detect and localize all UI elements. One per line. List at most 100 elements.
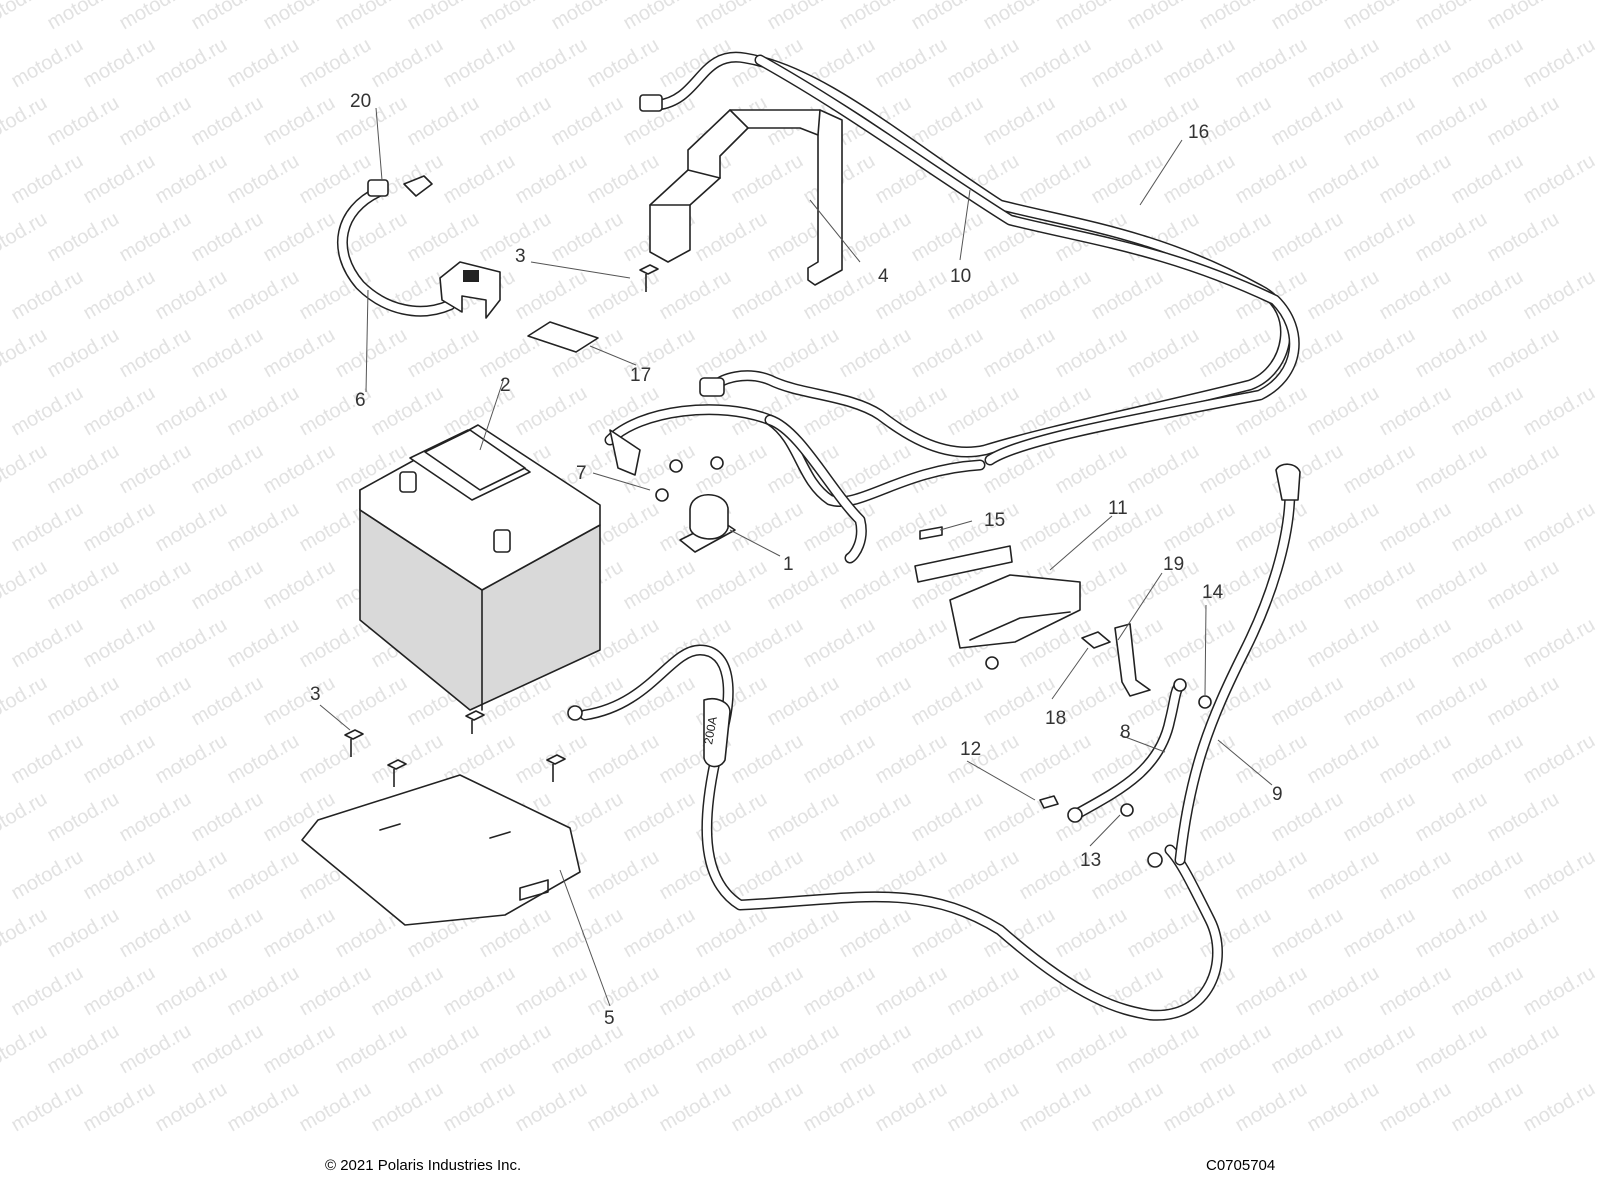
watermark-text: motod.ru [80,962,159,1021]
watermark-text: motod.ru [1484,672,1563,731]
watermark-text: motod.ru [1412,788,1491,847]
watermark-text: motod.ru [224,730,303,789]
watermark-text: motod.ru [152,614,231,673]
watermark-text: motod.ru [404,0,483,34]
watermark-text: motod.ru [1484,0,1563,34]
watermark-text: motod.ru [1232,730,1311,789]
watermark-text: motod.ru [8,962,87,1021]
watermark-text: motod.ru [1124,440,1203,499]
watermark-text: motod.ru [188,208,267,267]
watermark-text: motod.ru [620,788,699,847]
watermark-text: motod.ru [908,208,987,267]
watermark-text: motod.ru [8,1078,87,1137]
watermark-text: motod.ru [1520,34,1599,93]
watermark-text: motod.ru [1232,150,1311,209]
watermark-text: motod.ru [620,904,699,963]
leader-lines [319,107,1273,1007]
watermark-text: motod.ru [1448,498,1527,557]
watermark-text: motod.ru [440,150,519,209]
watermark-text: motod.ru [1304,150,1383,209]
watermark-text: motod.ru [800,614,879,673]
callout-3-upper: 3 [515,246,526,267]
watermark-text: motod.ru [1448,266,1527,325]
watermark-text: motod.ru [188,556,267,615]
watermark-text: motod.ru [908,92,987,151]
watermark-text: motod.ru [296,34,375,93]
watermark-text: motod.ru [692,556,771,615]
fuse-box [914,545,1081,649]
watermark-text: motod.ru [728,498,807,557]
watermark-text: motod.ru [224,846,303,905]
watermark-text: motod.ru [1196,1020,1275,1079]
watermark-text: motod.ru [8,730,87,789]
watermark-text: motod.ru [440,34,519,93]
watermark-text: motod.ru [1196,0,1275,34]
watermark-text: motod.ru [1484,1020,1563,1079]
watermark-text: motod.ru [116,0,195,34]
watermark-text: motod.ru [1052,0,1131,34]
watermark-text: motod.ru [116,904,195,963]
watermark-text: motod.ru [368,34,447,93]
watermark-text: motod.ru [1376,614,1455,673]
watermark-text: motod.ru [1376,34,1455,93]
watermark-text: motod.ru [224,266,303,325]
watermark-text: motod.ru [1160,1078,1239,1137]
watermark-text: motod.ru [80,846,159,905]
callout-16: 16 [1188,122,1209,143]
watermark-text: motod.ru [260,208,339,267]
watermark-text: motod.ru [1448,962,1527,1021]
watermark-text: motod.ru [512,382,591,441]
watermark-text: motod.ru [584,962,663,1021]
watermark-text: motod.ru [1052,904,1131,963]
watermark-text: motod.ru [188,788,267,847]
watermark-text: motod.ru [1448,150,1527,209]
watermark-text: motod.ru [1340,672,1419,731]
watermark-text: motod.ru [1412,904,1491,963]
watermark-text: motod.ru [1520,614,1599,673]
watermark-text: motod.ru [296,1078,375,1137]
watermark-text: motod.ru [1268,1020,1347,1079]
watermark-text: motod.ru [656,1078,735,1137]
watermark-text: motod.ru [1052,440,1131,499]
watermark-text: motod.ru [1232,962,1311,1021]
watermark-text: motod.ru [944,846,1023,905]
watermark-text: motod.ru [296,730,375,789]
watermark-text: motod.ru [944,34,1023,93]
watermark-text: motod.ru [404,92,483,151]
watermark-text: motod.ru [584,150,663,209]
watermark-text: motod.ru [512,150,591,209]
watermark-text: motod.ru [1088,150,1167,209]
watermark-text: motod.ru [836,672,915,731]
watermark-text: motod.ru [1412,1020,1491,1079]
watermark-text: motod.ru [836,788,915,847]
watermark-text: motod.ru [764,904,843,963]
watermark-text: motod.ru [1304,962,1383,1021]
watermark-text: motod.ru [1160,34,1239,93]
watermark-text: motod.ru [1340,0,1419,34]
watermark-text: motod.ru [1196,208,1275,267]
watermark-text: motod.ru [152,498,231,557]
watermark-text: motod.ru [1484,788,1563,847]
callout-7: 7 [576,463,587,484]
watermark-text: motod.ru [44,672,123,731]
watermark-text: motod.ru [224,614,303,673]
watermark-text: motod.ru [584,846,663,905]
lower-battery-cable: 200A [567,644,1223,1021]
watermark-text: motod.ru [512,266,591,325]
watermark-text: motod.ru [188,440,267,499]
watermark-text: motod.ru [1124,324,1203,383]
watermark-text: motod.ru [1484,556,1563,615]
watermark-text: motod.ru [1088,266,1167,325]
watermark-text: motod.ru [692,208,771,267]
watermark-text: motod.ru [8,150,87,209]
watermark-text: motod.ru [332,324,411,383]
watermark-text: motod.ru [1016,498,1095,557]
watermark-text: motod.ru [476,1020,555,1079]
watermark-text: motod.ru [368,962,447,1021]
watermark-text: motod.ru [764,324,843,383]
watermark-text: motod.ru [80,266,159,325]
watermark-text: motod.ru [260,672,339,731]
watermark-text: motod.ru [116,440,195,499]
watermark-text: motod.ru [1376,1078,1455,1137]
watermark-text: motod.ru [728,266,807,325]
